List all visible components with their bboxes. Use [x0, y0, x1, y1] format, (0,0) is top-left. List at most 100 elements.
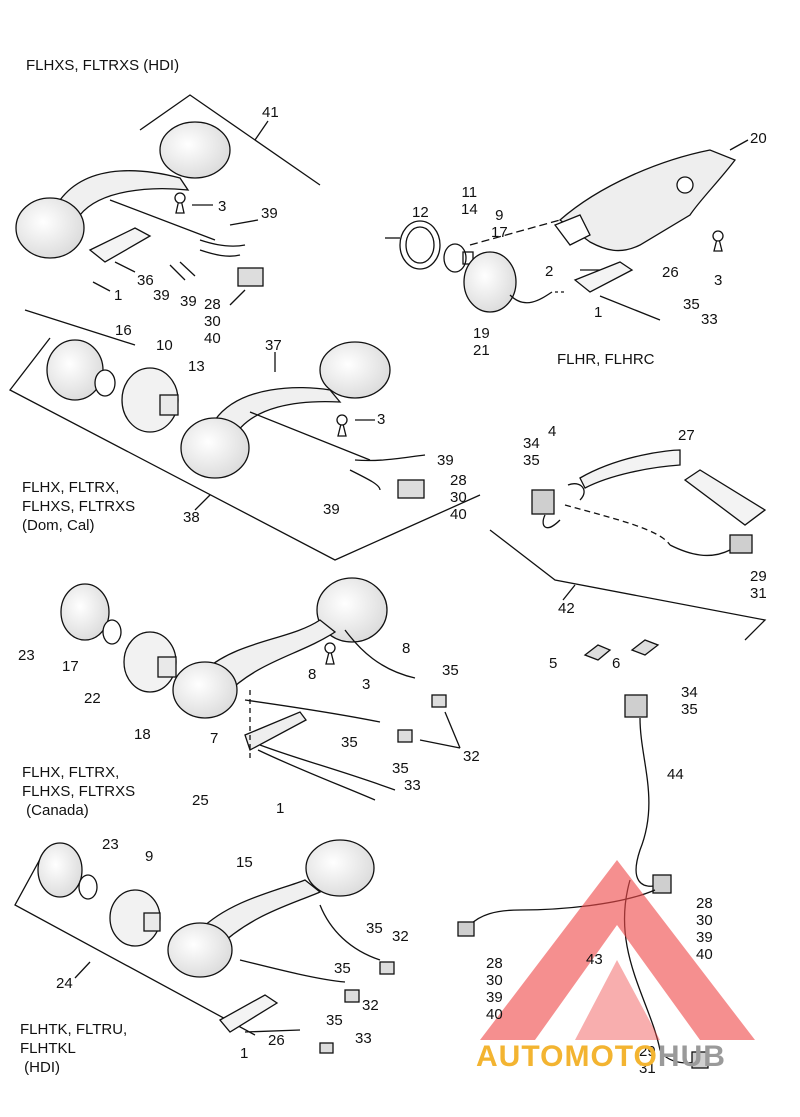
callout-3: 3 — [714, 272, 723, 289]
callout-39: 39 — [261, 205, 278, 222]
callout-39: 39 — [180, 293, 197, 310]
callout-35: 35 — [326, 1012, 343, 1029]
bracket-7 — [244, 711, 307, 751]
bulb-17 — [443, 243, 474, 273]
clip-6 — [630, 639, 660, 656]
connector-28 — [397, 479, 425, 499]
callout-18: 18 — [134, 726, 151, 743]
callout-1: 1 — [594, 304, 603, 321]
clip-5 — [583, 644, 612, 661]
callout-29-31: 29 31 — [750, 568, 767, 602]
watermark-part1: AUTOMOTO — [476, 1040, 658, 1073]
turn-signal-lamp-rear — [59, 121, 231, 225]
callout-5: 5 — [549, 655, 558, 672]
callout-15: 15 — [236, 854, 253, 871]
lens-19 — [463, 251, 517, 313]
callout-33: 33 — [355, 1030, 372, 1047]
lamp-bar-15 — [167, 839, 375, 978]
callout-26: 26 — [662, 264, 679, 281]
callout-28-30-40: 28 30 40 — [450, 472, 467, 523]
canada-group — [60, 577, 461, 801]
callout-32: 32 — [392, 928, 409, 945]
callout-3: 3 — [218, 198, 227, 215]
bezel-23 — [60, 583, 110, 641]
screw-icon — [174, 192, 186, 214]
callout-32: 32 — [362, 997, 379, 1014]
section-title-hdi-top: FLHXS, FLTRXS (HDI) — [26, 57, 180, 74]
callout-39: 39 — [153, 287, 170, 304]
callout-35: 35 — [341, 734, 358, 751]
callout-8: 8 — [402, 640, 411, 657]
callout-9-17: 9 17 — [491, 207, 508, 241]
harness-42-group — [489, 449, 767, 661]
callout-3: 3 — [377, 411, 386, 428]
connector-34 — [624, 694, 648, 718]
callout-10: 10 — [156, 337, 173, 354]
callout-35: 35 — [442, 662, 459, 679]
callout-6: 6 — [612, 655, 621, 672]
callout-22: 22 — [84, 690, 101, 707]
lamp-bar-18 — [172, 577, 388, 719]
section-title-hdi-bottom: FLHTK, FLTRU, FLHTKL (HDI) — [20, 1021, 128, 1076]
callout-27: 27 — [678, 427, 695, 444]
callout-1: 1 — [276, 800, 285, 817]
callout-11-14: 11 14 — [461, 184, 478, 218]
callout-12: 12 — [412, 204, 429, 221]
callout-28-30-39-40: 28 30 39 40 — [486, 955, 503, 1023]
module-box-26 — [573, 261, 634, 293]
socket-24 — [109, 889, 161, 947]
callout-41: 41 — [262, 104, 279, 121]
screw-icon — [712, 230, 724, 252]
hdi-top-group — [15, 94, 321, 346]
callout-4: 4 — [548, 423, 557, 440]
watermark-text: AUTOMOTOHUB — [476, 1040, 726, 1074]
callout-44: 44 — [667, 766, 684, 783]
socket-13 — [121, 367, 179, 433]
screw-icon — [336, 414, 348, 437]
callout-7: 7 — [210, 730, 219, 747]
callout-23: 23 — [102, 836, 119, 853]
harness-43-44-group — [457, 694, 709, 1069]
callout-33: 33 — [701, 311, 718, 328]
callout-33: 33 — [404, 777, 421, 794]
callout-32: 32 — [463, 748, 480, 765]
callout-35: 35 — [683, 296, 700, 313]
hdi-bottom-group — [14, 839, 395, 1054]
module-box-26 — [218, 994, 279, 1033]
callout-35: 35 — [334, 960, 351, 977]
connector-28 — [237, 267, 264, 287]
callout-20: 20 — [750, 130, 767, 147]
section-title-canada: FLHX, FLTRX, FLHXS, FLTRXS (Canada) — [22, 764, 136, 819]
bezel-12 — [399, 220, 441, 270]
flhr-group — [385, 139, 749, 321]
watermark-part2: HUB — [657, 1040, 726, 1073]
bulb-9 — [78, 874, 98, 900]
callout-35: 35 — [366, 920, 383, 937]
connector-32 — [397, 694, 447, 743]
connector-33 — [319, 1042, 334, 1054]
callout-39: 39 — [437, 452, 454, 469]
callout-3: 3 — [362, 676, 371, 693]
bulb-17 — [102, 619, 122, 645]
callout-42: 42 — [558, 600, 575, 617]
bulb-10 — [94, 369, 116, 397]
connector-29 — [729, 534, 753, 554]
callout-26: 26 — [268, 1032, 285, 1049]
callout-34-35: 34 35 — [523, 435, 540, 469]
callout-29-31: 29 31 — [639, 1043, 656, 1077]
callout-38: 38 — [183, 509, 200, 526]
callout-28-30-40: 28 30 40 — [204, 296, 221, 347]
callout-36: 36 — [137, 272, 154, 289]
bezel-23 — [37, 842, 83, 898]
callout-25: 25 — [192, 792, 209, 809]
callout-2: 2 — [545, 263, 554, 280]
callout-34-35: 34 35 — [681, 684, 698, 718]
callout-37: 37 — [265, 337, 282, 354]
screw-icon — [324, 642, 336, 665]
callout-1: 1 — [240, 1045, 249, 1062]
socket-22 — [123, 631, 177, 693]
callout-13: 13 — [188, 358, 205, 375]
callout-35: 35 — [392, 760, 409, 777]
